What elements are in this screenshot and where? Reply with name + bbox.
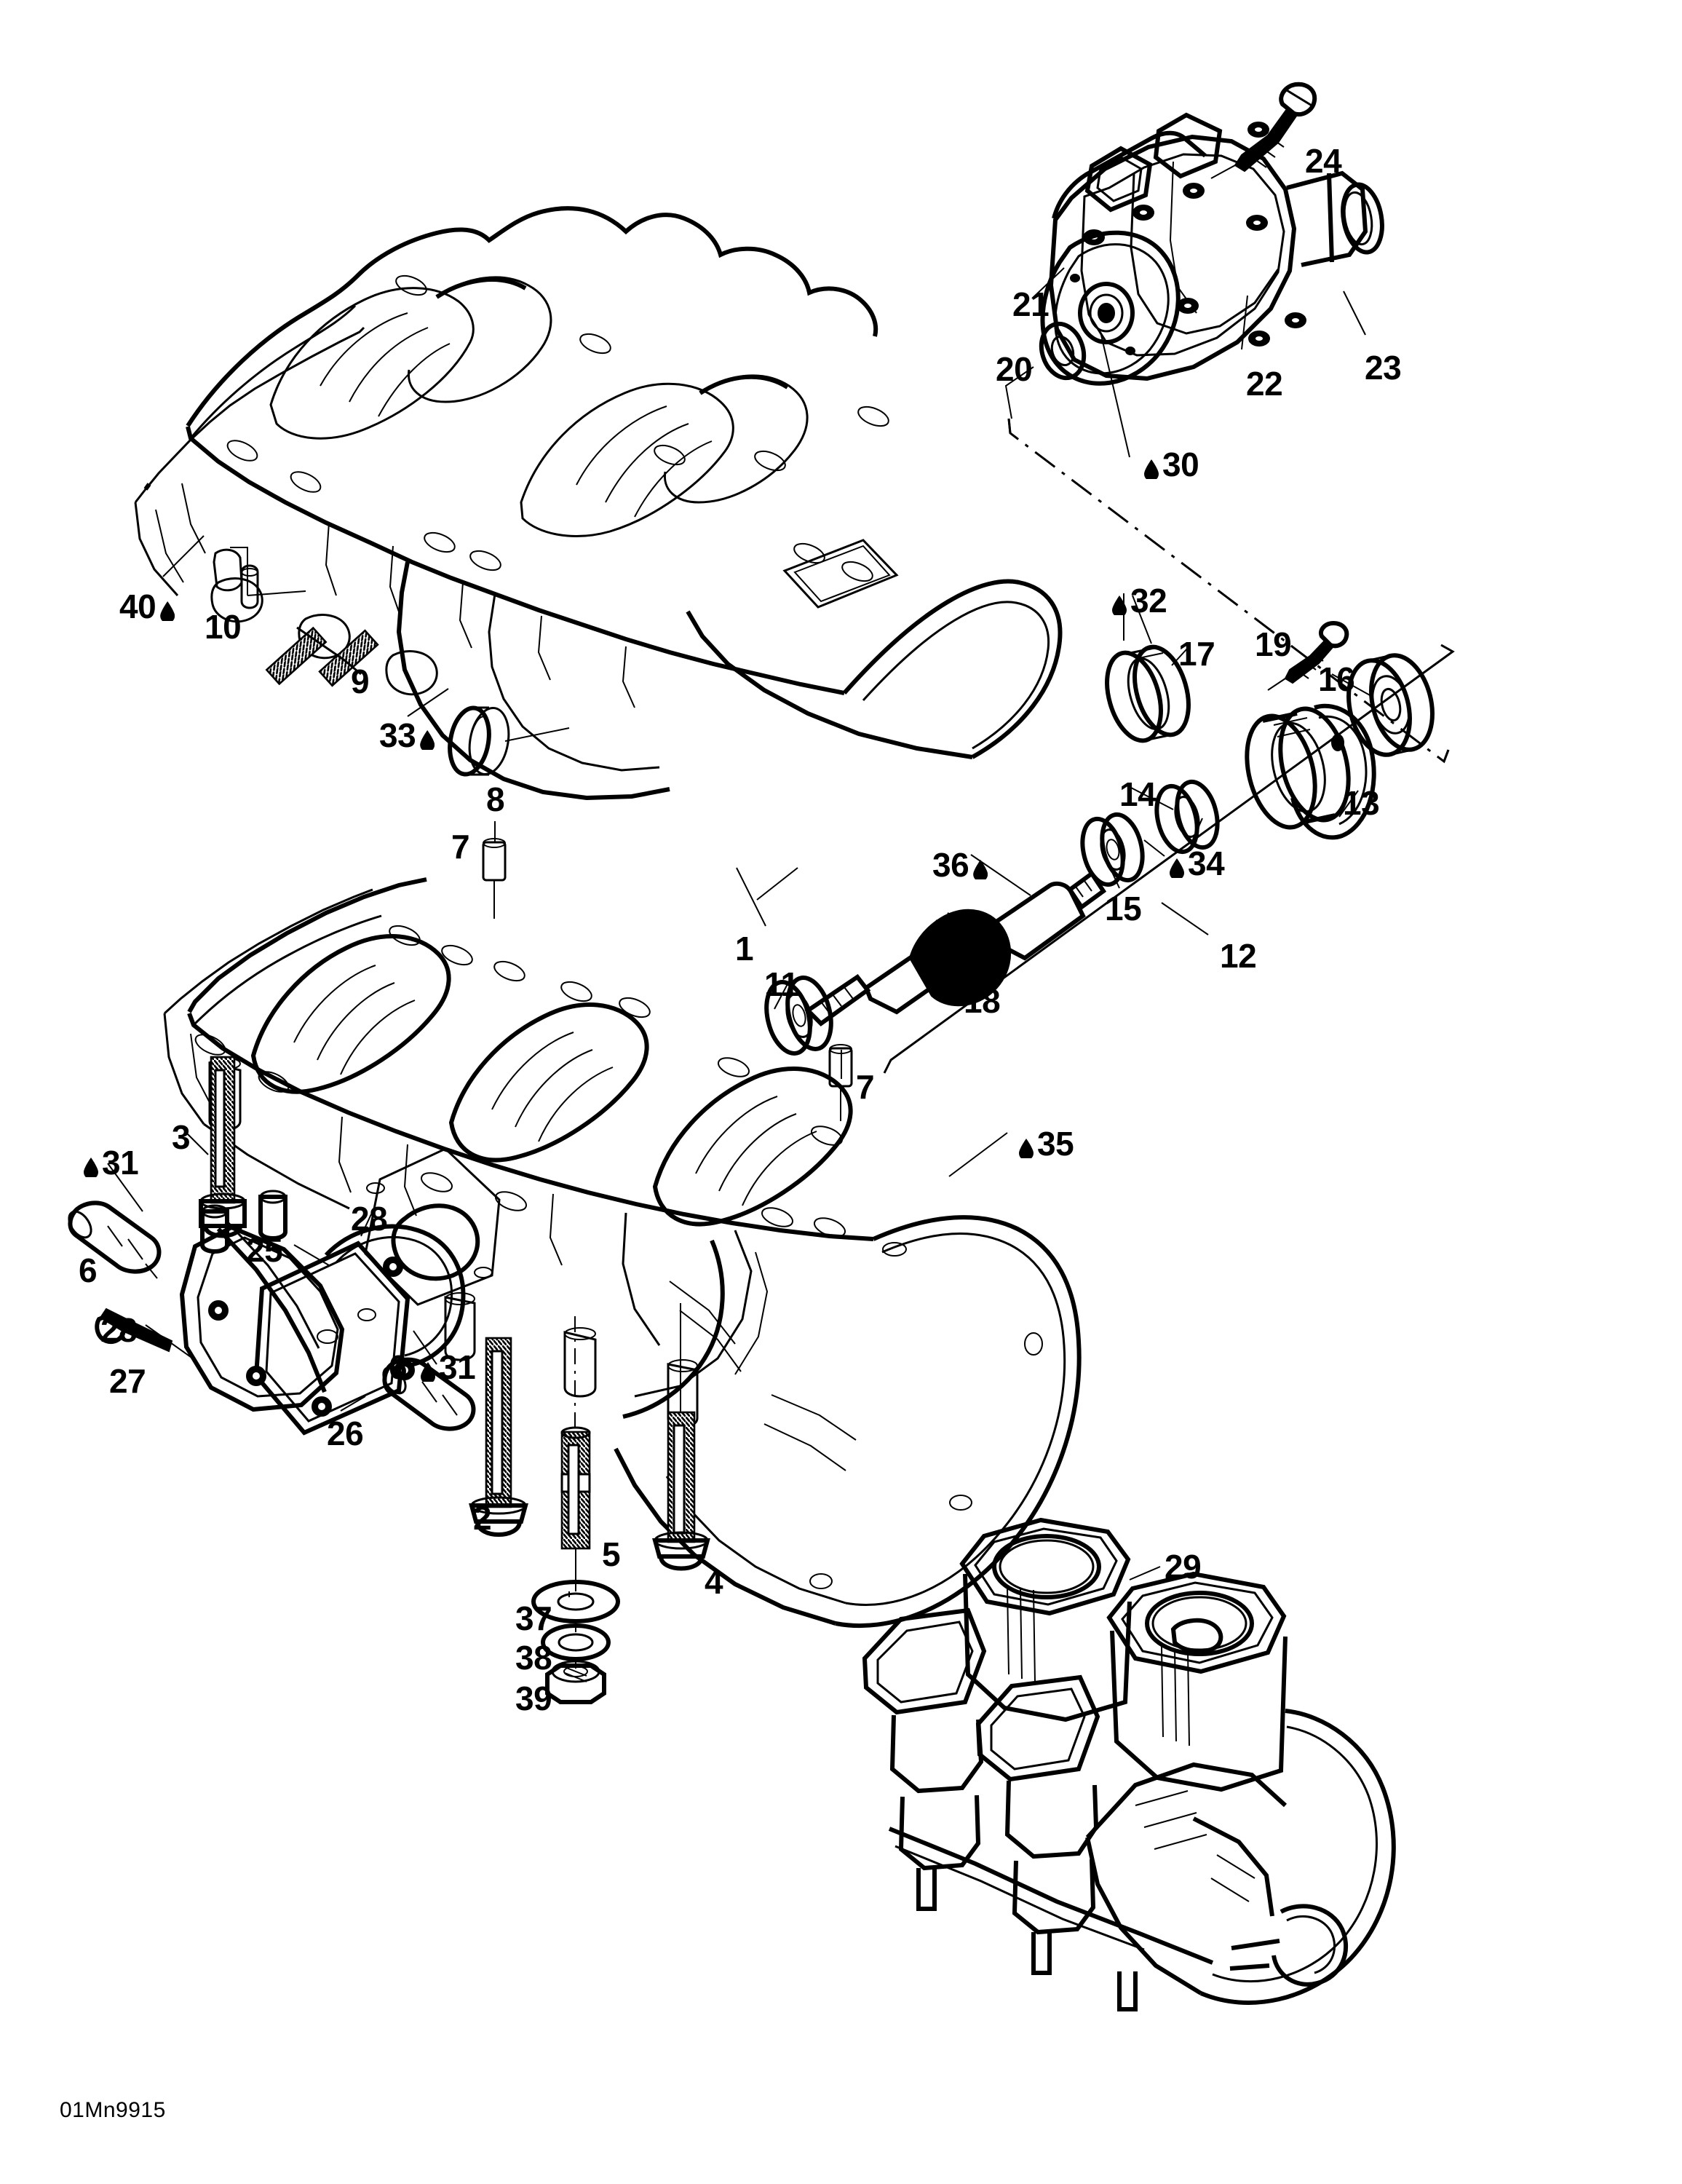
callout-label: 32: [1112, 584, 1167, 617]
callout-label: 7: [856, 1068, 875, 1106]
part-39-nut: [545, 1660, 606, 1704]
callout-label: 27: [109, 1362, 146, 1400]
callout-label: 18: [964, 982, 1001, 1020]
part-15-ball-bearing: [1080, 812, 1145, 887]
part-6-connector-left: [68, 1200, 162, 1279]
upper-crankcase-half: [134, 206, 1063, 801]
callout-label: 38: [515, 1639, 552, 1677]
document-footer-code: 01Mn9915: [60, 2098, 166, 2122]
callout-label: 28: [100, 1311, 138, 1349]
callout-label: 6: [389, 1348, 408, 1386]
part-16-ball-bearing: [1346, 653, 1435, 757]
callout-label: 20: [996, 350, 1033, 388]
water-pump-group-bracket: [1007, 418, 1450, 764]
callout-label: 37: [515, 1599, 552, 1637]
part-17-seal-ring: [1105, 644, 1191, 743]
water-pump-assembly: [1039, 82, 1384, 386]
callout-label: 13: [1343, 784, 1380, 822]
callout-label: 36: [932, 848, 988, 882]
callout-label: 4: [705, 1563, 723, 1601]
callout-label: 28: [351, 1200, 388, 1238]
part-6-connector-right: [382, 1357, 476, 1431]
callout-label: 40: [119, 590, 175, 623]
callout-label: 26: [327, 1415, 364, 1452]
callout-label: 35: [1019, 1127, 1074, 1160]
callout-label: 12: [1220, 937, 1257, 975]
part-7-dowel-pin-upper: [482, 838, 507, 919]
callout-label: 2: [473, 1499, 492, 1537]
callout-label: 10: [205, 608, 242, 646]
part-37-flat-washer: [531, 1580, 620, 1632]
callout-label: 17: [1178, 635, 1215, 673]
callout-label: 6: [79, 1251, 98, 1289]
callout-label: 14: [1119, 775, 1157, 813]
callout-label: 30: [1144, 448, 1199, 481]
callout-label: 24: [1305, 142, 1342, 180]
callout-label: 11: [764, 965, 799, 1003]
part-19-screw: [1267, 620, 1349, 691]
callout-label: 21: [1012, 285, 1050, 323]
callout-label: 22: [1246, 365, 1283, 403]
part-9-stud: [265, 626, 379, 687]
callout-label: 9: [351, 662, 370, 700]
part-13-bearing-housing: [1245, 703, 1376, 840]
part-8-oil-seal: [448, 705, 510, 777]
callout-label: 39: [515, 1679, 552, 1717]
oil-pump-assembly: [68, 1190, 476, 1436]
part-2-bolt: [469, 1337, 528, 1537]
part-4-bolt: [652, 1303, 710, 1571]
callout-label: 7: [451, 828, 470, 866]
part-29-complete-engine: [862, 1517, 1396, 2011]
callout-label: 34: [1170, 847, 1225, 880]
callout-label: 15: [1105, 890, 1142, 927]
callout-label: 19: [1255, 625, 1292, 663]
callout-label: 16: [1318, 660, 1355, 698]
part-18-drive-shaft-pinion: [804, 870, 1107, 1026]
callout-label: 5: [602, 1535, 621, 1573]
callout-label: 8: [486, 780, 505, 818]
part-27-screw: [95, 1307, 173, 1353]
callout-label: 31: [421, 1350, 476, 1384]
callout-label: 23: [1365, 349, 1402, 387]
callout-label: 29: [1165, 1548, 1202, 1586]
part-24-bolt: [1234, 82, 1317, 173]
callout-label: 3: [172, 1118, 191, 1156]
callout-label: 25: [246, 1231, 283, 1269]
callout-label: 1: [735, 930, 754, 968]
callout-label: 31: [84, 1146, 139, 1179]
callout-label: 33: [379, 719, 435, 752]
part-3-stud-bolt: [199, 1056, 247, 1238]
part-5-stud: [560, 1316, 591, 1591]
